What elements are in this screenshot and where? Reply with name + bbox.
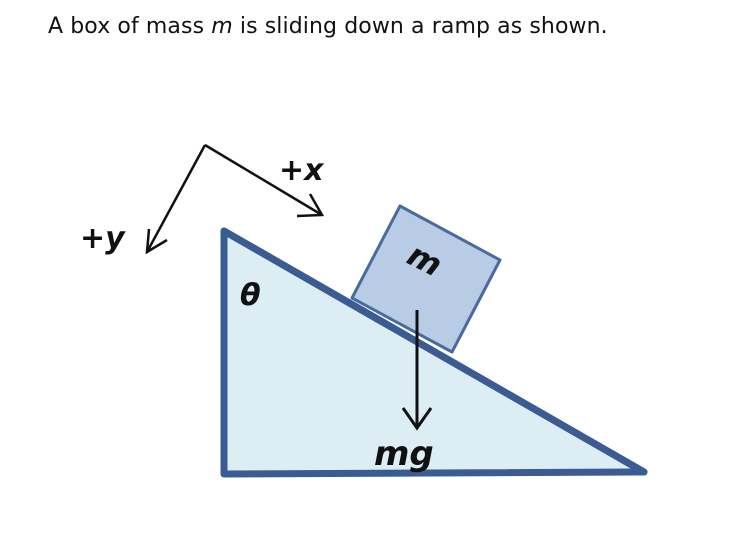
question-text-after: is sliding down a ramp as shown. [232, 14, 608, 39]
y-axis-line [145, 144, 207, 253]
gravity-arrow [401, 310, 433, 431]
question-text-before: A box of mass [48, 14, 212, 39]
question-text: A box of mass m is sliding down a ramp a… [48, 14, 608, 39]
angle-label: θ [240, 278, 261, 313]
axis-arrows [145, 143, 325, 255]
x-axis-line [204, 143, 323, 217]
weight-force-label: mg [374, 434, 434, 474]
x-axis-arrowhead [296, 193, 325, 218]
y-axis-label: +y [80, 221, 126, 256]
mass-symbol: m [211, 14, 233, 39]
x-axis-label: +x [279, 153, 325, 188]
box [350, 204, 502, 354]
gravity-arrowhead [401, 407, 433, 431]
incline-edge [220, 227, 648, 476]
y-axis-arrowhead [145, 228, 168, 255]
